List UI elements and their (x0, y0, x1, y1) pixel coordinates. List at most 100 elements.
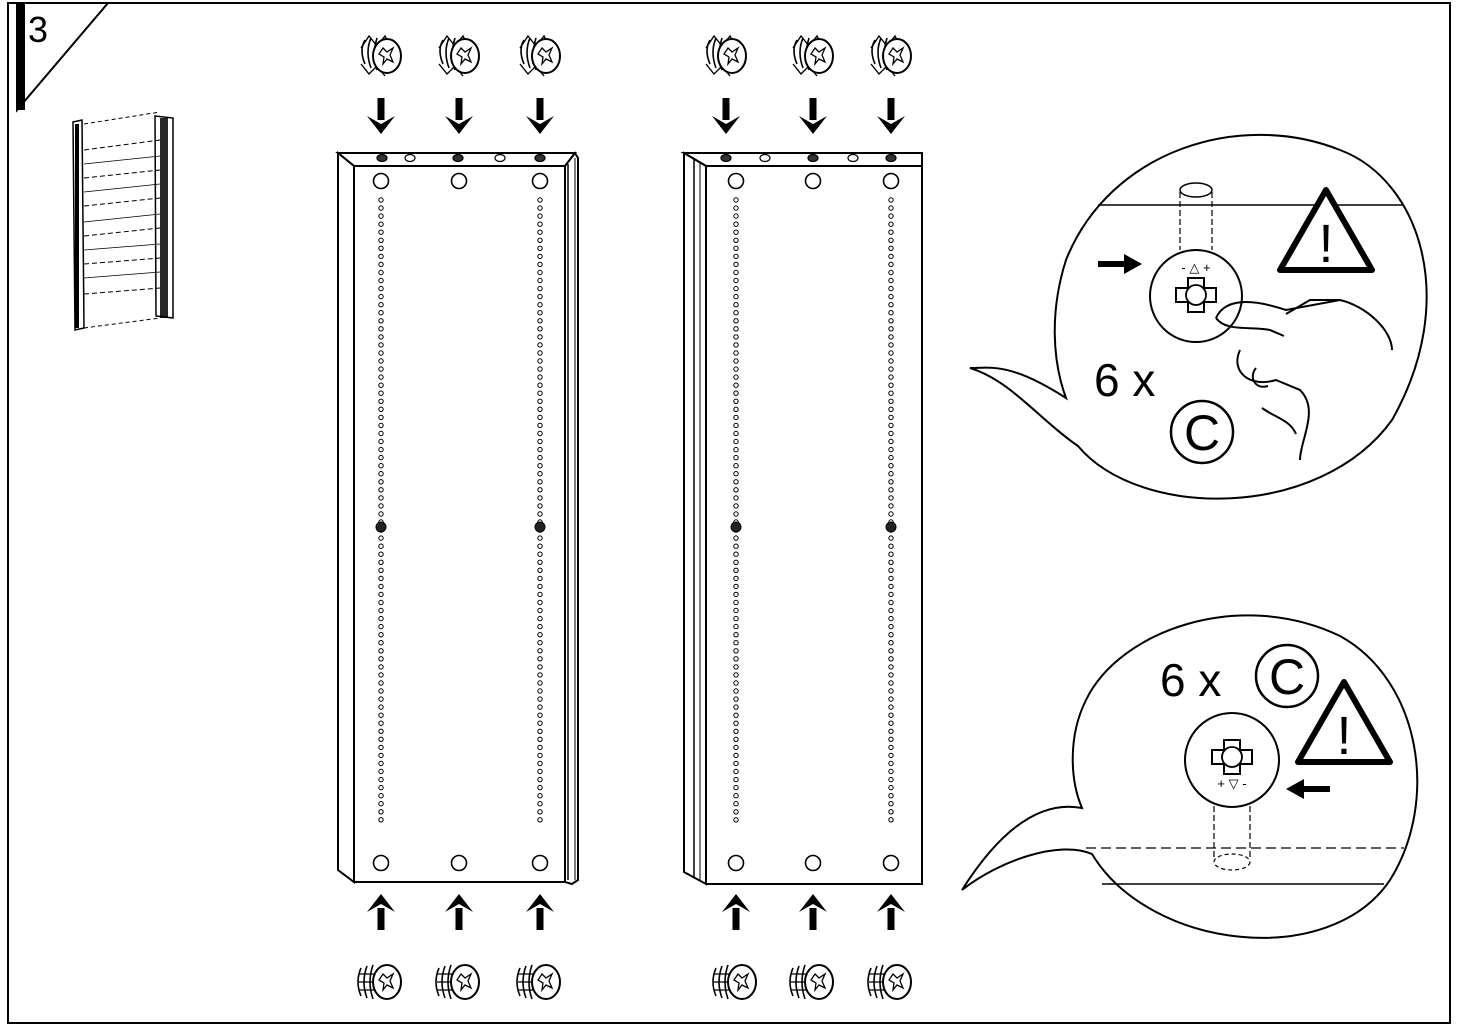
shelf-pin-hole (733, 632, 739, 638)
shelf-pin-hole (378, 269, 384, 276)
callout-bottom: + ▽ - ! 6 x C (961, 614, 1419, 939)
shelf-pin-hole (378, 543, 384, 549)
shelf-pin-hole (537, 318, 543, 324)
shelf-pin-hole (537, 575, 543, 582)
shelf-pin-hole (888, 414, 894, 421)
cam-hole (450, 172, 468, 190)
shelf-pin-hole (537, 632, 543, 638)
fixed-shelf-hole (534, 521, 546, 533)
shelf-pin-hole (733, 640, 739, 646)
arrow-up-icon (367, 894, 395, 930)
shelf-pin-hole (378, 648, 384, 654)
shelf-pin-hole (378, 454, 384, 461)
shelf-pin-hole (378, 752, 384, 759)
shelf-pin-hole (537, 487, 543, 493)
edge-hole (534, 153, 546, 163)
cam-lock-fitting-icon (789, 964, 834, 1000)
shelf-pin-hole (733, 422, 739, 429)
cam-rotation-marks: - △ + (1181, 260, 1210, 275)
shelf-pin-hole (733, 229, 739, 235)
arrow-up-icon (445, 894, 473, 930)
shelf-pin-hole (537, 768, 543, 775)
warning-triangle-icon: ! (1295, 679, 1393, 766)
cam-lock-fitting-icon (438, 35, 480, 77)
shelf-pin-hole (537, 801, 543, 807)
arrow-up-icon (877, 894, 905, 930)
shelf-pin-hole (888, 801, 894, 807)
shelf-pin-hole (733, 406, 739, 412)
shelf-pin-hole (378, 350, 384, 356)
shelf-pin-hole (537, 213, 543, 219)
shelf-pin-hole (378, 672, 384, 678)
shelf-pin-hole (537, 809, 543, 815)
edge-hole (847, 153, 859, 163)
shelf-pin-hole (537, 293, 543, 300)
shelf-pin-hole (888, 656, 894, 662)
shelf-pin-hole (888, 398, 894, 404)
shelf-pin-hole (733, 744, 739, 751)
shelf-pin-hole (733, 728, 739, 734)
shelf-pin-hole (888, 535, 894, 541)
shelf-pin-hole (378, 632, 384, 638)
shelf-pin-hole (888, 744, 894, 751)
shelf-pin-hole (537, 269, 543, 276)
shelf-pin-hole (733, 599, 739, 606)
shelf-pin-hole (378, 358, 384, 364)
shelf-pin-hole (733, 277, 739, 284)
shelf-pin-hole (537, 736, 543, 742)
shelf-pin-hole (537, 623, 543, 630)
shelf-pin-hole (888, 688, 894, 694)
shelf-pin-hole (733, 736, 739, 742)
shelf-pin-hole (888, 728, 894, 734)
shelf-pin-hole (378, 535, 384, 541)
edge-hole (404, 153, 416, 163)
shelf-pin-hole (537, 648, 543, 654)
shelf-pin-hole (537, 253, 543, 260)
shelf-pin-hole (537, 285, 543, 292)
edge-hole (759, 153, 771, 163)
cam-hole (727, 854, 745, 872)
shelf-pin-hole (888, 463, 894, 469)
shelf-pin-hole (888, 205, 894, 211)
shelf-pin-hole (537, 607, 543, 614)
shelf-pin-hole (378, 374, 384, 380)
shelf-pin-hole (888, 599, 894, 606)
shelf-pin-hole (733, 784, 739, 791)
shelf-pin-hole (537, 471, 543, 477)
shelf-pin-hole (378, 615, 384, 622)
cam-lock-fitting-icon (516, 964, 561, 1000)
shelf-pin-hole (378, 688, 384, 694)
cam-lock-fitting-icon (435, 964, 480, 1000)
side-panel-left (335, 150, 579, 886)
shelf-pin-hole (733, 575, 739, 582)
shelf-pin-hole (378, 229, 384, 235)
shelf-pin-hole (537, 205, 543, 211)
shelf-pin-hole (733, 680, 739, 686)
shelf-pin-hole (378, 656, 384, 662)
cam-hole (804, 854, 822, 872)
pointing-hand-icon (1215, 298, 1393, 461)
shelf-pin-hole (888, 817, 894, 823)
shelf-pin-hole (537, 784, 543, 791)
shelf-pin-hole (733, 567, 739, 573)
arrow-down-icon (877, 98, 905, 134)
shelf-pin-hole (378, 422, 384, 429)
shelf-pin-hole (378, 680, 384, 686)
shelf-pin-hole (378, 712, 384, 718)
shelf-pin-hole (537, 503, 543, 509)
panel-holes (372, 153, 900, 872)
shelf-pin-hole (888, 567, 894, 573)
shelf-pin-hole (378, 479, 384, 485)
shelf-pin-hole (733, 672, 739, 678)
shelf-pin-hole (537, 302, 543, 308)
shelf-pin-hole (378, 720, 384, 726)
shelf-pin-hole (537, 559, 543, 565)
shelf-pin-hole (378, 382, 384, 388)
cam-hole (531, 172, 549, 190)
shelf-pin-hole (537, 422, 543, 429)
shelf-pin-hole (537, 817, 543, 823)
shelf-pin-hole (378, 310, 384, 316)
shelf-pin-hole (733, 776, 739, 783)
shelf-pin-hole (733, 253, 739, 260)
